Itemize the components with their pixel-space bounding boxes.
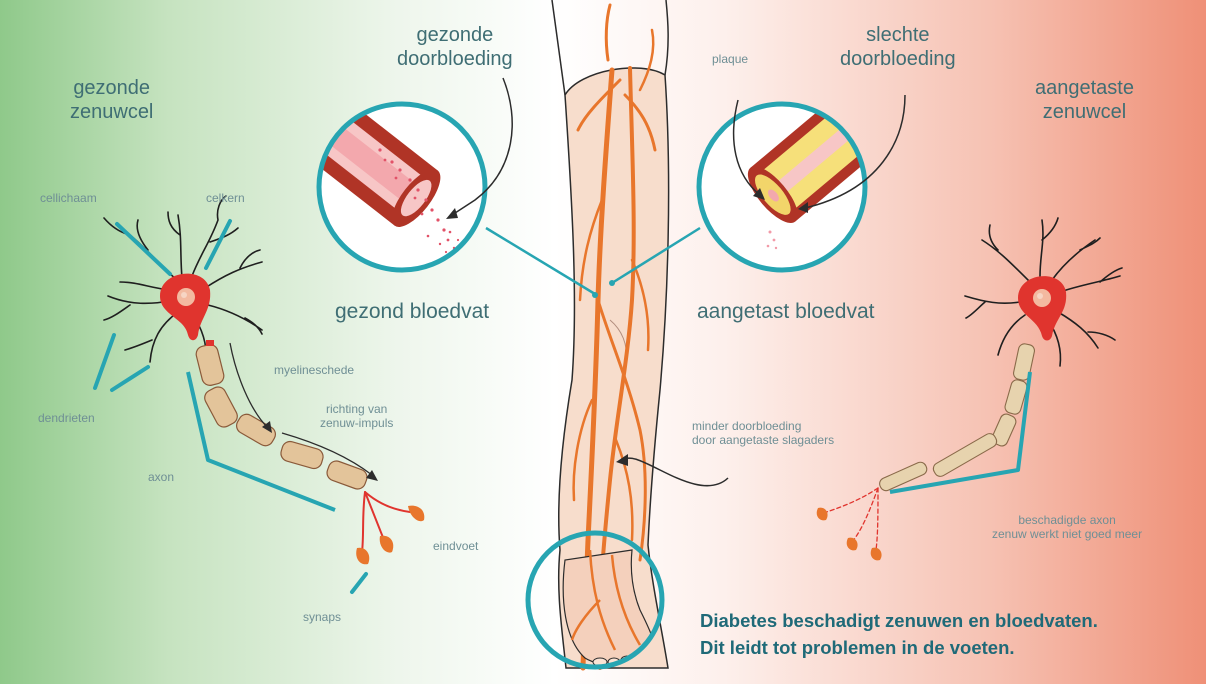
label-myelineschede: myelineschede (274, 363, 354, 377)
label-damaged-vessel: aangetast bloedvat (697, 300, 874, 324)
label-axon: axon (148, 470, 174, 484)
label-synaps: synaps (303, 610, 341, 624)
label-cellichaam: cellichaam (40, 191, 97, 205)
title-healthy-nerve: gezonde zenuwcel (70, 76, 153, 124)
label-celkern: celkern (206, 191, 245, 205)
title-damaged-nerve-line2: zenuwcel (1035, 100, 1134, 124)
title-bad-flow: slechte doorbloeding (840, 23, 956, 71)
title-healthy-flow: gezonde doorbloeding (397, 23, 513, 71)
label-damaged-axon-line2: zenuw werkt niet goed meer (992, 527, 1142, 541)
label-healthy-vessel: gezond bloedvat (335, 300, 489, 324)
label-less-flow: minder doorbloeding door aangetaste slag… (692, 419, 834, 447)
title-healthy-nerve-line2: zenuwcel (70, 100, 153, 124)
label-damaged-axon-line1: beschadigde axon (992, 513, 1142, 527)
label-eindvoet: eindvoet (433, 539, 478, 553)
label-damaged-axon: beschadigde axon zenuw werkt niet goed m… (992, 513, 1142, 541)
title-healthy-flow-line1: gezonde (397, 23, 513, 47)
title-damaged-nerve: aangetaste zenuwcel (1035, 76, 1134, 124)
title-bad-flow-line2: doorbloeding (840, 47, 956, 71)
label-less-flow-line1: minder doorbloeding (692, 419, 834, 433)
caption-line1: Diabetes beschadigt zenuwen en bloedvate… (700, 607, 1098, 634)
label-impulse-direction: richting van zenuw-impuls (320, 402, 393, 430)
caption: Diabetes beschadigt zenuwen en bloedvate… (700, 607, 1098, 661)
title-healthy-flow-line2: doorbloeding (397, 47, 513, 71)
caption-line2: Dit leidt tot problemen in de voeten. (700, 634, 1098, 661)
synapse-feet (356, 506, 424, 565)
label-plaque: plaque (712, 52, 748, 66)
label-dendrieten: dendrieten (38, 411, 95, 425)
damaged-vessel-magnifier (699, 71, 910, 270)
title-damaged-nerve-line1: aangetaste (1035, 76, 1134, 100)
label-less-flow-line2: door aangetaste slagaders (692, 433, 834, 447)
damaged-neuron (817, 218, 1122, 560)
label-impulse-line2: zenuw-impuls (320, 416, 393, 430)
title-healthy-nerve-line1: gezonde (70, 76, 153, 100)
title-bad-flow-line1: slechte (840, 23, 956, 47)
leg (528, 0, 669, 668)
healthy-vessel-magnifier (261, 66, 513, 270)
label-impulse-line1: richting van (320, 402, 393, 416)
